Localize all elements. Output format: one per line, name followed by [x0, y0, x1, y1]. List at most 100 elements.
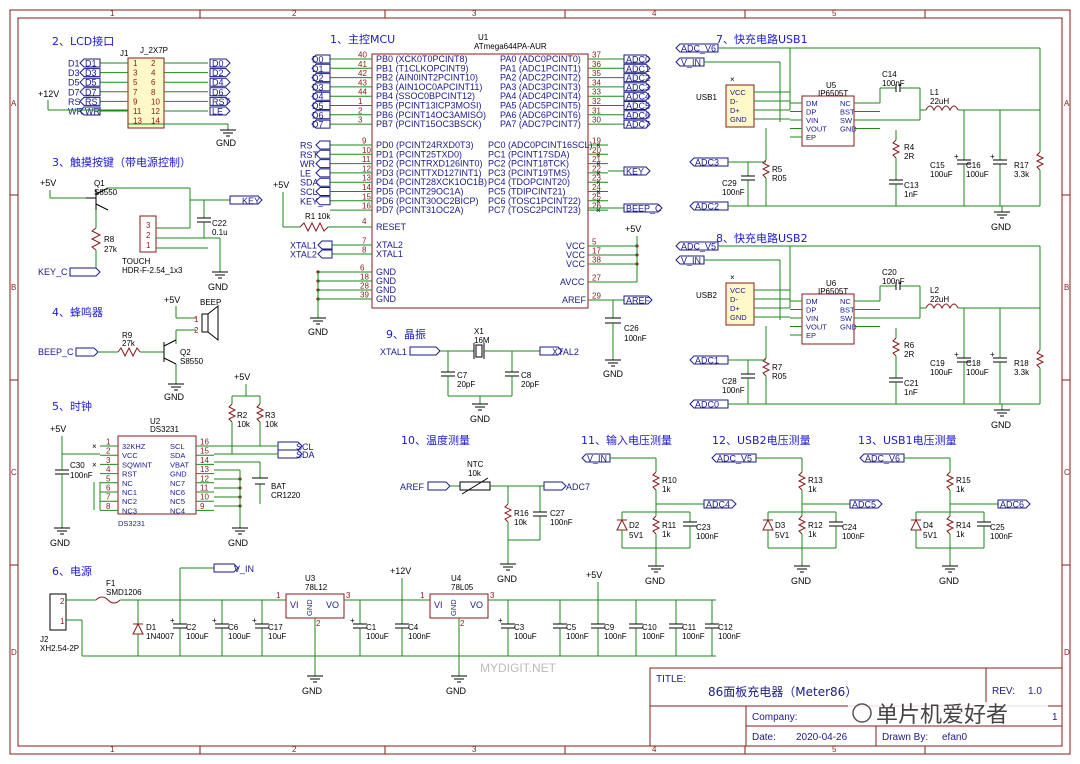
- svg-text:30: 30: [592, 116, 601, 125]
- usb-net-adc: ADC1: [695, 356, 719, 366]
- svg-text:GND: GND: [376, 276, 397, 286]
- svg-text:R13: R13: [808, 476, 823, 485]
- svg-text:IP6505T: IP6505T: [818, 89, 848, 98]
- svg-text:2: 2: [316, 619, 321, 628]
- svg-text:X1: X1: [474, 327, 484, 336]
- svg-text:F1: F1: [106, 579, 116, 588]
- svg-text:KEY_C: KEY_C: [38, 267, 68, 277]
- svg-text:27k: 27k: [122, 339, 136, 348]
- svg-text:+: +: [252, 616, 257, 625]
- svg-text:CR1220: CR1220: [271, 491, 301, 500]
- svg-text:C29: C29: [722, 179, 737, 188]
- lcd-net-RS: RS: [85, 97, 98, 107]
- svg-text:37: 37: [592, 51, 601, 60]
- mcu-net-LE: LE: [300, 168, 311, 178]
- svg-text:R5: R5: [772, 165, 783, 174]
- svg-text:+5V: +5V: [164, 295, 180, 305]
- svg-text:SDA: SDA: [170, 451, 185, 460]
- cap-ref: C4: [408, 623, 419, 632]
- section-title-touch: 3、触摸按键（带电源控制）: [52, 155, 191, 169]
- svg-text:10: 10: [362, 146, 371, 155]
- svg-text:PB3 (AIN1OC0APCINT11): PB3 (AIN1OC0APCINT11): [376, 82, 482, 92]
- cap-ref: C3: [514, 623, 525, 632]
- svg-text:D1: D1: [146, 623, 157, 632]
- svg-text:C14: C14: [882, 70, 897, 79]
- usb-net-adc: ADC2: [695, 202, 719, 212]
- mcu-net-D7: D7: [312, 120, 324, 130]
- svg-text:VCC: VCC: [566, 259, 586, 269]
- svg-text:NC1: NC1: [122, 488, 137, 497]
- svg-text:VIN: VIN: [806, 116, 819, 125]
- mcu-net-ADC1: ADC1: [626, 64, 650, 74]
- temperature-measurement: AREF NTC 10k ADC7 R16 10k C27 100nF GND: [400, 460, 590, 584]
- svg-text:BAT: BAT: [271, 482, 286, 491]
- svg-text:PC5 (TDIPCINT21): PC5 (TDIPCINT21): [488, 187, 566, 197]
- svg-text:R05: R05: [772, 372, 787, 381]
- svg-text:15: 15: [200, 447, 209, 456]
- mcu-net-ADC3: ADC3: [626, 82, 650, 92]
- svg-text:GND: GND: [840, 323, 857, 332]
- row-label: B: [11, 283, 16, 292]
- lcd-interface: J1 J_2X7P 1D1D13D3D35D5D57D7D79RSRS11WRW…: [38, 46, 237, 148]
- svg-text:1: 1: [106, 438, 111, 447]
- drawn-label: Drawn By:: [882, 732, 928, 743]
- svg-text:42: 42: [358, 69, 367, 78]
- svg-text:1N4007: 1N4007: [146, 632, 175, 641]
- svg-text:BEEP: BEEP: [200, 298, 221, 307]
- r16-resistor: [503, 503, 513, 523]
- col-label: 5: [832, 9, 837, 18]
- svg-text:1k: 1k: [808, 485, 817, 494]
- svg-text:43: 43: [358, 78, 367, 87]
- svg-text:XH2.54-2P: XH2.54-2P: [40, 644, 79, 653]
- cap-value: 100nF: [642, 632, 665, 641]
- watermark-site: MYDIGIT.NET: [480, 661, 557, 675]
- gnd-label: GND: [991, 222, 1012, 232]
- svg-text:1: 1: [420, 591, 425, 600]
- svg-text:C21: C21: [904, 379, 919, 388]
- mcu-net-ADC0: ADC0: [626, 55, 650, 65]
- cap-ref: C2: [186, 623, 197, 632]
- sense-resistor: [761, 159, 771, 179]
- lcd-gnd: GND: [216, 138, 237, 148]
- lcd-ref: J1: [120, 49, 129, 58]
- svg-text:R16: R16: [514, 509, 529, 518]
- svg-text:NC7: NC7: [170, 479, 185, 488]
- lcd-net-RST: RST: [212, 97, 231, 107]
- mcu-net-BEEP_C: BEEP_C: [626, 204, 662, 214]
- usb-net-vin: V_IN: [681, 58, 701, 68]
- svg-text:U3: U3: [305, 574, 316, 583]
- svg-text:GND: GND: [305, 599, 314, 616]
- svg-text:100uF: 100uF: [930, 170, 953, 179]
- svg-text:×: ×: [730, 273, 735, 282]
- mcu-net-D2: D2: [312, 73, 324, 83]
- mcu-net-ADC7: ADC7: [626, 120, 650, 130]
- row-label: A: [11, 99, 17, 108]
- svg-text:U4: U4: [451, 574, 462, 583]
- sheet-tail: 1: [1052, 712, 1058, 723]
- svg-text:PA2 (ADC2PCINT2): PA2 (ADC2PCINT2): [500, 73, 581, 83]
- svg-text:GND: GND: [50, 538, 71, 548]
- cap-value: 100uF: [366, 632, 389, 641]
- svg-text:PB0 (XCK0T0PCINT8): PB0 (XCK0T0PCINT8): [376, 54, 468, 64]
- cap-value: 100nF: [682, 632, 705, 641]
- lcd-part: J_2X7P: [140, 46, 168, 55]
- svg-text:24: 24: [592, 183, 601, 192]
- svg-text:+5V: +5V: [50, 424, 66, 434]
- svg-text:27k: 27k: [104, 245, 118, 254]
- svg-text:100nF: 100nF: [722, 188, 745, 197]
- mcu-net-ADC6: ADC6: [626, 110, 650, 120]
- u3-regulator: [285, 593, 345, 619]
- svg-text:11: 11: [133, 107, 142, 116]
- section-title-buzzer: 4、蜂鸣器: [52, 305, 103, 319]
- svg-text:21: 21: [592, 155, 601, 164]
- svg-text:22uH: 22uH: [930, 295, 949, 304]
- svg-text:3.3k: 3.3k: [1014, 170, 1030, 179]
- svg-text:100nF: 100nF: [722, 386, 745, 395]
- meas-net: ADC_V5: [717, 454, 752, 464]
- svg-text:1: 1: [358, 97, 363, 106]
- load-resistor: [1035, 349, 1045, 369]
- svg-text:+: +: [990, 350, 995, 359]
- svg-text:PC1 (PCINT17SDA): PC1 (PCINT17SDA): [488, 149, 570, 159]
- lcd-net-D2: D2: [212, 68, 224, 78]
